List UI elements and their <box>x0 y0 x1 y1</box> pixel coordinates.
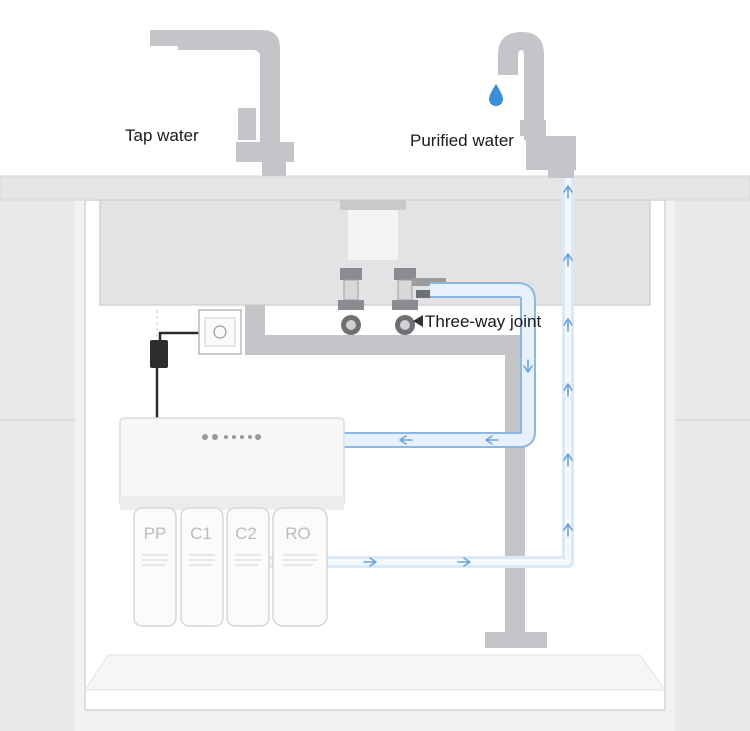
arrow-icon <box>563 185 573 199</box>
filter-c1-label: C1 <box>190 524 212 543</box>
purified-water-label: Purified water <box>410 131 514 150</box>
arrow-icon <box>563 318 573 332</box>
three-way-joint-label: Three-way joint <box>425 312 542 331</box>
three-way-joint <box>392 268 446 335</box>
arrow-icon <box>457 557 471 567</box>
triangle-left-icon <box>413 315 423 327</box>
arrow-icon <box>363 557 377 567</box>
tap-valve <box>338 268 364 335</box>
filter-c2 <box>226 507 270 627</box>
power-outlet-icon <box>198 309 242 355</box>
arrow-icon <box>563 453 573 467</box>
filter-ro-label: RO <box>285 524 311 543</box>
countertop <box>0 175 750 201</box>
filter-pp <box>133 507 177 627</box>
flow-arrows <box>363 185 573 567</box>
filter-c1 <box>180 507 224 627</box>
sink-basin <box>99 199 651 306</box>
arrow-icon <box>399 435 413 445</box>
tap-water-label: Tap water <box>125 126 199 145</box>
purified-water-faucet <box>478 32 576 178</box>
water-drop-icon <box>489 84 503 106</box>
arrow-icon <box>563 253 573 267</box>
purifier-unit <box>119 417 345 510</box>
control-panel <box>202 434 261 440</box>
filter-ro <box>272 507 328 627</box>
arrow-icon <box>485 435 499 445</box>
filter-cartridges <box>133 507 328 627</box>
arrow-icon <box>563 523 573 537</box>
filter-c2-label: C2 <box>235 524 257 543</box>
arrow-icon <box>563 383 573 397</box>
arrow-icon <box>523 359 533 373</box>
filter-pp-label: PP <box>143 524 167 543</box>
tap-water-faucet <box>150 30 294 176</box>
power-cable <box>150 310 214 418</box>
